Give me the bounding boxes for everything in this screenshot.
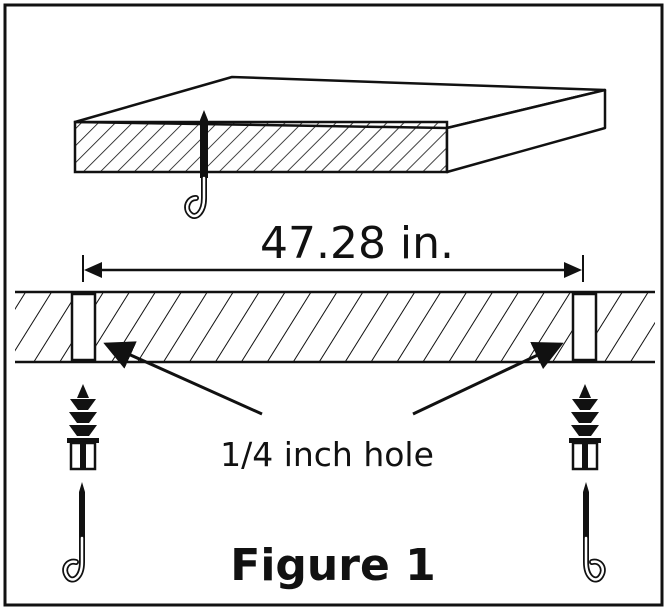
- figure-caption: Figure 1: [230, 540, 435, 591]
- dimension-line: [82, 255, 584, 282]
- wall-section: [15, 290, 655, 364]
- hole-label: 1/4 inch hole: [220, 435, 434, 474]
- shelf-screw-hook-icon: [184, 110, 208, 219]
- left-drill-hole: [70, 292, 97, 362]
- shelf-front-face: [73, 120, 449, 174]
- right-screw-hook-icon: [583, 482, 606, 583]
- left-hole-arrow: [103, 341, 263, 416]
- left-screw-hook-icon: [62, 482, 85, 583]
- shelf-side-face: [445, 88, 607, 174]
- left-wall-anchor-icon: [67, 384, 99, 471]
- dimension-label: 47.28 in.: [260, 218, 454, 269]
- right-drill-hole: [571, 292, 598, 362]
- right-wall-anchor-icon: [569, 384, 601, 471]
- shelf-board: [73, 75, 607, 174]
- right-hole-arrow: [412, 341, 564, 416]
- figure-border: [3, 3, 664, 607]
